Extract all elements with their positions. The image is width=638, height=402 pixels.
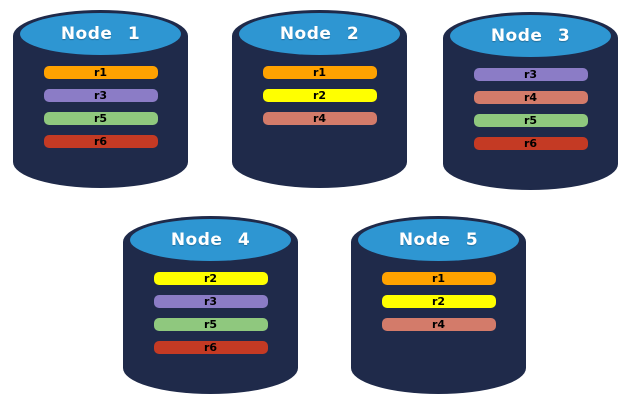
node-4-title: Node 4 bbox=[170, 230, 251, 250]
replica-bar-r4: r4 bbox=[473, 91, 588, 104]
node-2-cylinder: Node 2 r1 r2 r4 bbox=[232, 10, 407, 188]
replica-bar-r3: r3 bbox=[43, 89, 158, 102]
node-2-cylinder-top: Node 2 bbox=[239, 13, 400, 55]
replica-bar-r3: r3 bbox=[473, 68, 588, 81]
replica-bar-r2: r2 bbox=[381, 295, 496, 308]
node-3-cylinder-top: Node 3 bbox=[450, 15, 611, 57]
replica-bar-r1: r1 bbox=[262, 66, 377, 79]
replica-bar-r1: r1 bbox=[381, 272, 496, 285]
node-1-cylinder: Node 1 r1 r3 r5 r6 bbox=[13, 10, 188, 188]
node-2-replica-list: r1 r2 r4 bbox=[262, 66, 377, 125]
node-3-cylinder: Node 3 r3 r4 r5 r6 bbox=[443, 12, 618, 190]
node-2-title: Node 2 bbox=[279, 24, 360, 44]
replica-bar-r4: r4 bbox=[262, 112, 377, 125]
node-1-cylinder-top: Node 1 bbox=[20, 13, 181, 55]
replica-bar-r2: r2 bbox=[153, 272, 268, 285]
node-1-title: Node 1 bbox=[60, 24, 141, 44]
node-5-cylinder-top: Node 5 bbox=[358, 219, 519, 261]
node-3-title: Node 3 bbox=[490, 26, 571, 46]
node-4-cylinder-top: Node 4 bbox=[130, 219, 291, 261]
replica-bar-r5: r5 bbox=[43, 112, 158, 125]
replica-bar-r2: r2 bbox=[262, 89, 377, 102]
replica-bar-r6: r6 bbox=[153, 341, 268, 354]
node-4-cylinder: Node 4 r2 r3 r5 r6 bbox=[123, 216, 298, 394]
replica-bar-r6: r6 bbox=[473, 137, 588, 150]
replica-bar-r5: r5 bbox=[473, 114, 588, 127]
replica-bar-r5: r5 bbox=[153, 318, 268, 331]
node-4-replica-list: r2 r3 r5 r6 bbox=[153, 272, 268, 354]
replica-bar-r4: r4 bbox=[381, 318, 496, 331]
node-5-replica-list: r1 r2 r4 bbox=[381, 272, 496, 331]
node-1-replica-list: r1 r3 r5 r6 bbox=[43, 66, 158, 148]
replica-bar-r3: r3 bbox=[153, 295, 268, 308]
node-3-replica-list: r3 r4 r5 r6 bbox=[473, 68, 588, 150]
replica-bar-r1: r1 bbox=[43, 66, 158, 79]
node-5-cylinder: Node 5 r1 r2 r4 bbox=[351, 216, 526, 394]
node-5-title: Node 5 bbox=[398, 230, 479, 250]
replica-bar-r6: r6 bbox=[43, 135, 158, 148]
